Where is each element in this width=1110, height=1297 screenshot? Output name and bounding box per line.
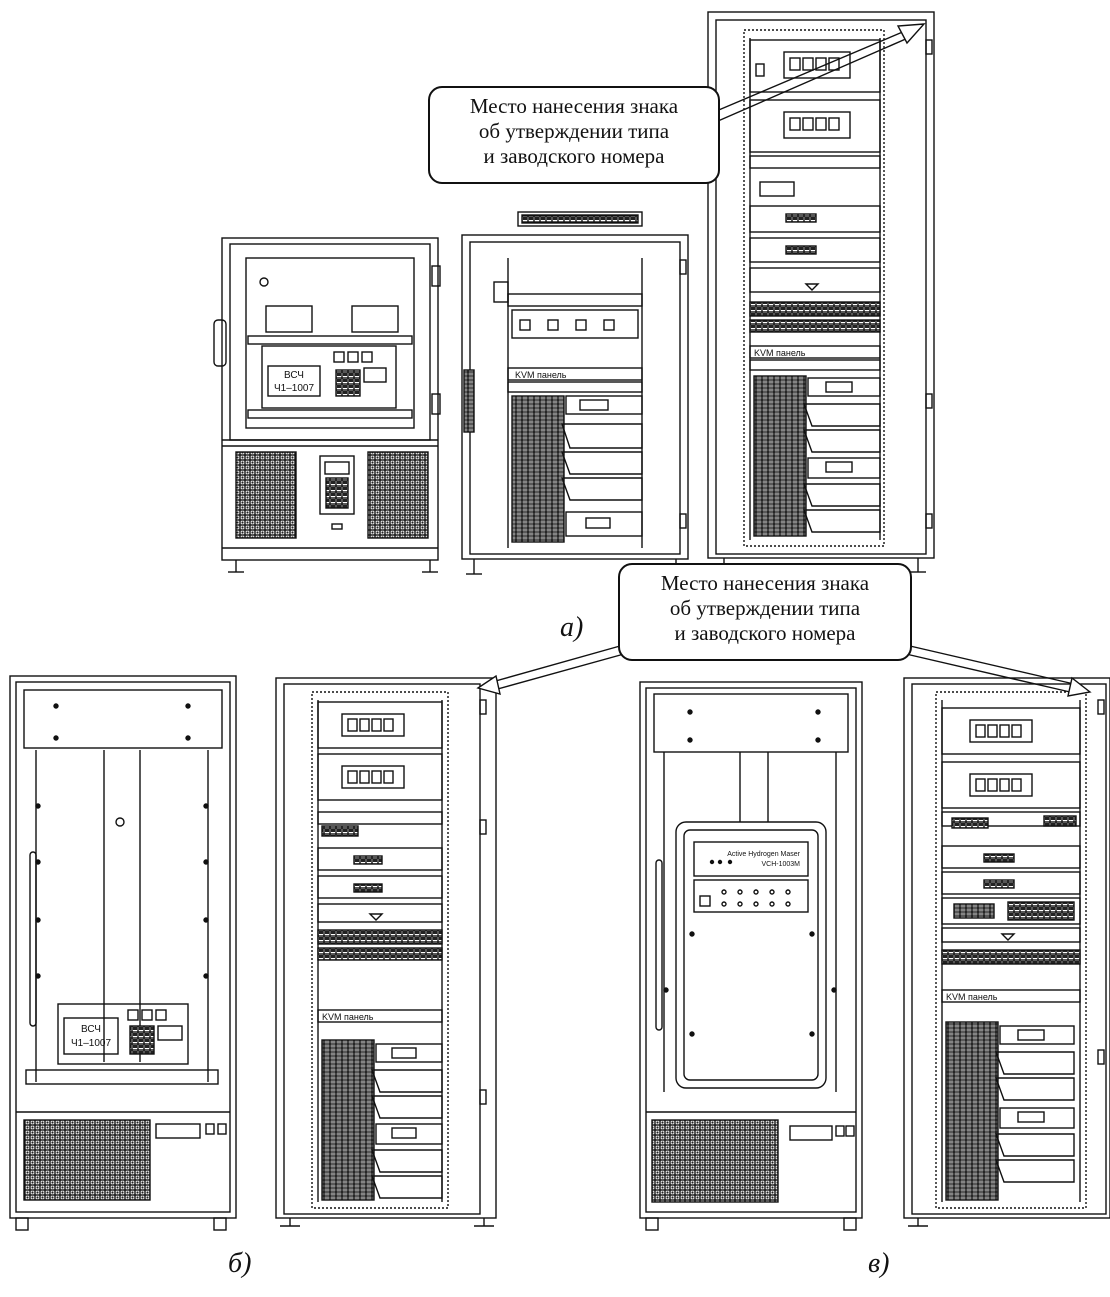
kvm-label-a2: KVM панель	[754, 348, 806, 358]
type-mark-callout-a: Место нанесения знака об утверждении тип…	[428, 86, 720, 184]
callout-bc-line-2: об утверждении типа	[669, 596, 861, 620]
maser-cabinet-c: Active Hydrogen Maser VCH-1003M	[639, 681, 863, 1231]
callout-bc-line-3: и заводского номера	[674, 621, 856, 645]
kvm-label-c: KVM панель	[946, 992, 998, 1002]
vch-model-a: Ч1–1007	[274, 383, 314, 394]
figure-label-c: в)	[868, 1248, 890, 1279]
vch-name-b: ВСЧ	[81, 1024, 101, 1035]
kvm-label-a1: KVM панель	[515, 370, 567, 380]
callout-bc-line-1: Место нанесения знака	[660, 571, 870, 595]
callout-bc-arrows	[476, 645, 1092, 697]
rack-b: KVM панель	[275, 677, 497, 1227]
kvm-label-b: KVM панель	[322, 1012, 374, 1022]
rack-a2: KVM панель	[707, 11, 935, 573]
figure-label-b: б)	[228, 1248, 252, 1279]
hydrogen-label-2: VCH-1003M	[761, 861, 800, 868]
callout-a-line-2: об утверждении типа	[478, 119, 670, 143]
callout-a-line-3: и заводского номера	[483, 144, 665, 168]
hydrogen-label-1: Active Hydrogen Maser	[727, 851, 800, 858]
callout-a-line-1: Место нанесения знака	[469, 94, 679, 118]
climate-cabinet-b: ВСЧ Ч1–1007	[9, 675, 237, 1231]
figure-label-a: а)	[560, 612, 584, 643]
type-mark-callout-bc: Место нанесения знака об утверждении тип…	[618, 563, 912, 661]
rack-a1: KVM панель	[461, 211, 689, 575]
climate-chamber-a: ВСЧ Ч1–1007	[213, 237, 441, 573]
rack-c: KVM панель	[903, 677, 1110, 1227]
callout-a-arrow	[713, 23, 926, 122]
vch-name-a: ВСЧ	[284, 370, 304, 381]
vch-model-b: Ч1–1007	[71, 1038, 111, 1049]
